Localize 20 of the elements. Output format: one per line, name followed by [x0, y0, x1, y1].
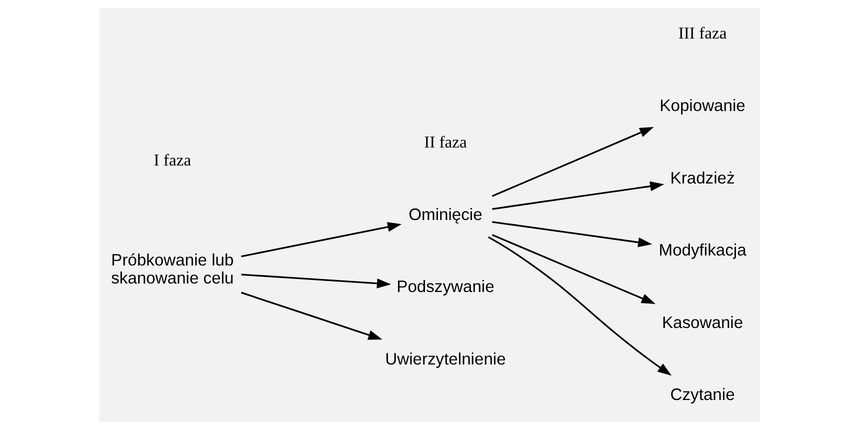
node-text: Podszywanie: [396, 277, 494, 296]
label: I faza: [153, 150, 191, 170]
arrow: [487, 236, 672, 376]
node-text: Modyfikacja: [658, 240, 746, 260]
node-text: Kasowanie: [661, 312, 743, 332]
arrow: [492, 221, 652, 248]
node-text: Uwierzytelnienie: [384, 349, 506, 368]
label: II faza: [424, 132, 466, 152]
node-text: Próbkowanie lub skanowanie celu: [110, 250, 234, 288]
node-text: Ominięcie: [408, 204, 482, 224]
arrow: [492, 181, 664, 210]
arrow: [240, 274, 390, 288]
node-text: Kradzież: [670, 168, 734, 188]
arrow: [240, 292, 382, 340]
label: III faza: [678, 24, 726, 43]
node-text: Kopiowanie: [659, 96, 745, 115]
arrow: [491, 234, 656, 304]
arrow: [491, 127, 654, 197]
node-text: Czytanie: [670, 385, 734, 404]
arrow: [240, 222, 402, 258]
